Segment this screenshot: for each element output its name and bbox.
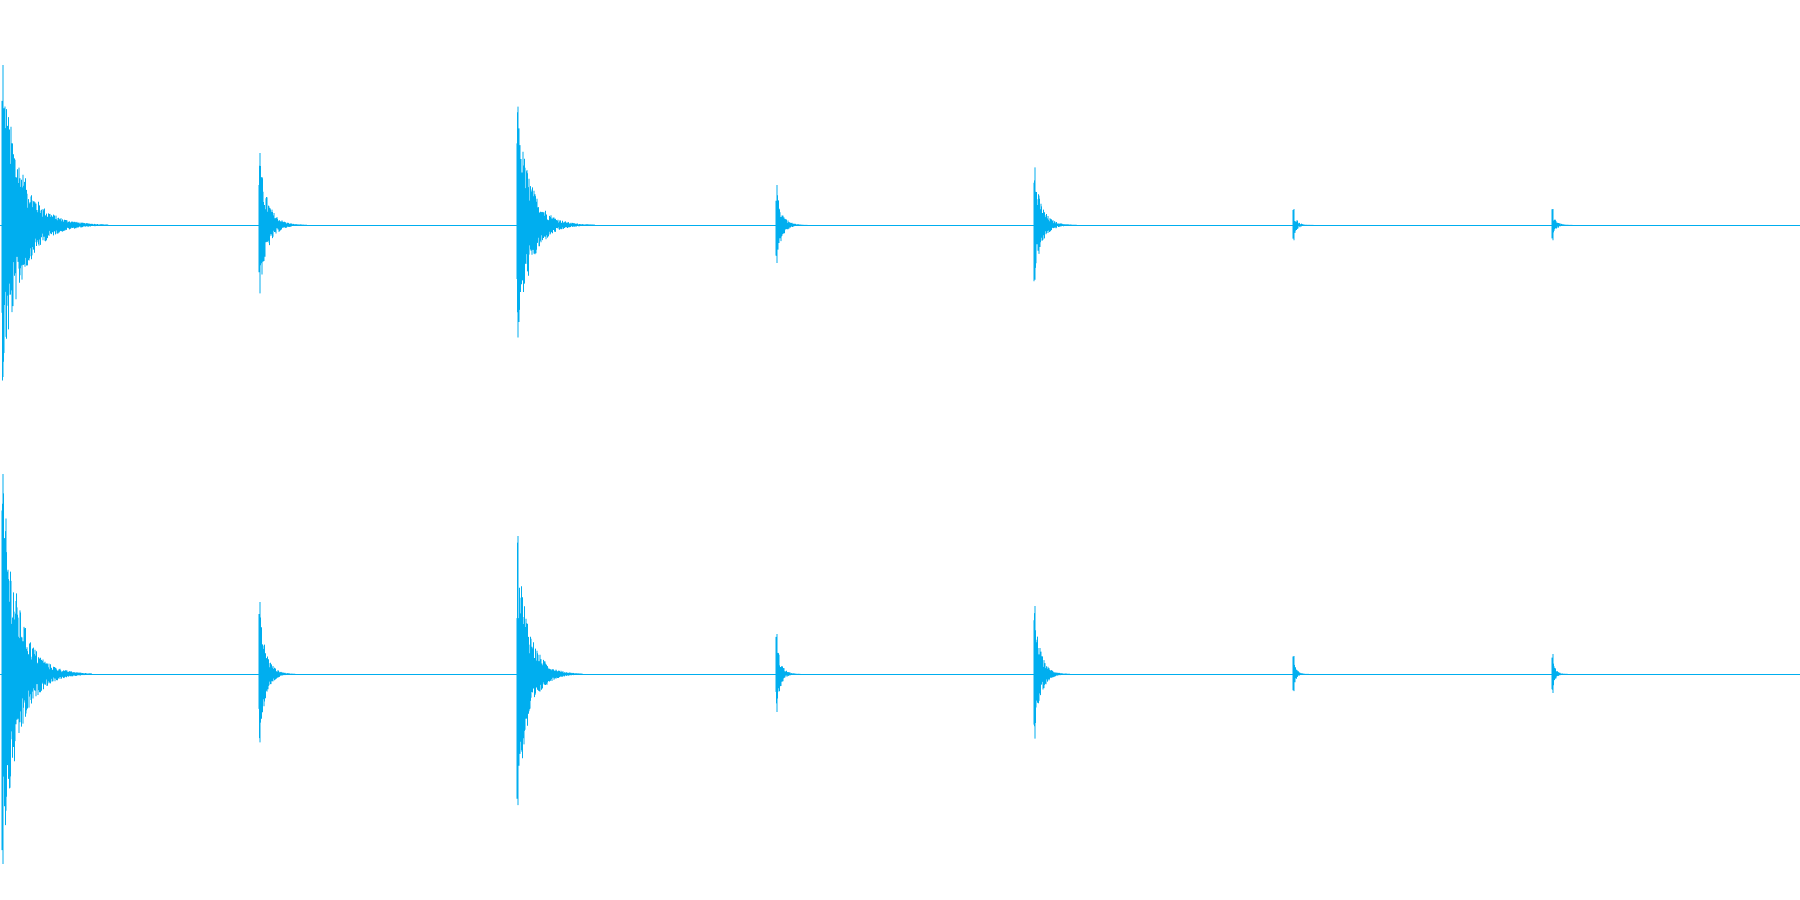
- waveform-channel-right: [0, 474, 1800, 864]
- waveform-transient-2: [258, 602, 296, 743]
- waveform-transient-1: [1, 474, 92, 864]
- waveform-transient-1: [1, 65, 109, 381]
- waveform-transient-7: [1551, 209, 1573, 241]
- waveform-transient-4: [775, 185, 808, 263]
- waveform-transient-6: [1292, 656, 1309, 692]
- waveform-transient-6: [1292, 209, 1314, 241]
- waveform-transient-4: [775, 634, 801, 712]
- waveform-channel-left: [0, 65, 1800, 381]
- waveform-transient-2: [258, 153, 307, 294]
- waveform-transient-7: [1551, 654, 1569, 693]
- waveform-transient-5: [1033, 606, 1070, 739]
- waveform-transient-3: [516, 106, 595, 338]
- waveform-transient-5: [1033, 167, 1077, 282]
- waveform-transient-3: [516, 536, 583, 806]
